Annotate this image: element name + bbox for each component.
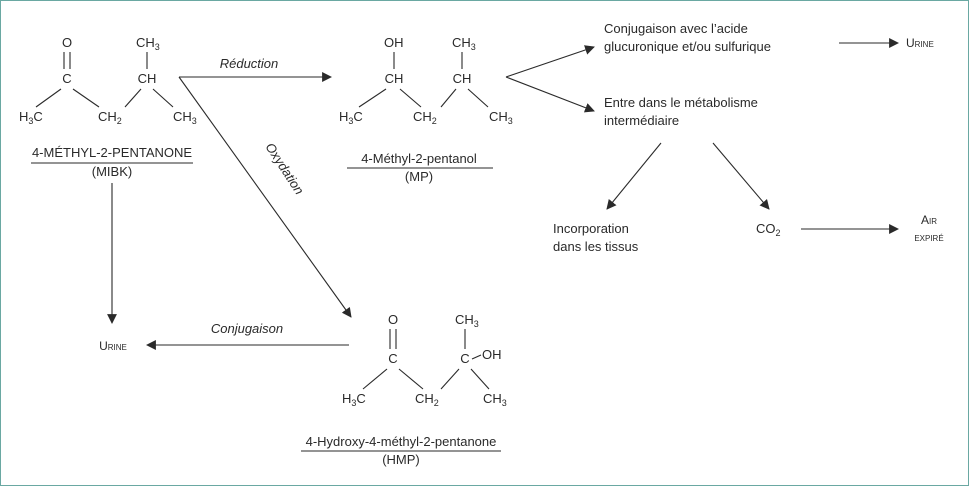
label-incorporation-line1: Incorporation xyxy=(553,221,629,236)
label-reduction: Réduction xyxy=(220,56,279,71)
hmp-bond-c-ch3-right xyxy=(470,368,490,390)
arrow-to-conjugaison-acide xyxy=(505,45,595,78)
mibk-carbonyl-carbon: C xyxy=(62,71,71,86)
label-conjugaison: Conjugaison xyxy=(211,321,283,336)
molecule-mp: OH CH CH3 CH H3C CH2 CH3 4-Méthyl-2-pent… xyxy=(339,35,513,184)
label-incorporation-line2: dans les tissus xyxy=(553,239,639,254)
mibk-abbr: (MIBK) xyxy=(92,164,132,179)
label-oxydation: Oxydation xyxy=(263,140,307,197)
mibk-oxygen: O xyxy=(62,35,72,50)
mp-name: 4-Méthyl-2-pentanol xyxy=(361,151,477,166)
label-air: Air xyxy=(921,213,937,227)
mibk-h3c-left: H3C xyxy=(19,109,43,126)
mp-bond-ch2-ch xyxy=(440,88,457,108)
arrow-to-metabolisme xyxy=(505,76,595,113)
mibk-ch: CH xyxy=(138,71,157,86)
label-urine-left: Urine xyxy=(99,339,127,353)
label-conjugaison-acide-line2: glucuronique et/ou sulfurique xyxy=(604,39,771,54)
mp-ch: CH xyxy=(385,71,404,86)
labels: Réduction Oxydation Conjugaison Conjugai… xyxy=(99,21,944,353)
mibk-bond-ch-ch3 xyxy=(152,88,174,108)
mibk-bond-c-ch2 xyxy=(72,88,100,108)
hmp-bond-left xyxy=(362,368,388,390)
mp-ch3-right: CH3 xyxy=(489,109,513,126)
hmp-ch2: CH2 xyxy=(415,391,439,408)
mp-bond-ch-ch2 xyxy=(399,88,422,108)
label-metabolisme-line2: intermédiaire xyxy=(604,113,679,128)
arrow-to-co2 xyxy=(712,142,770,210)
label-metabolisme-line1: Entre dans le métabolisme xyxy=(604,95,758,110)
hmp-bond-c-ch2 xyxy=(398,368,424,390)
molecule-hmp: O C CH3 C OH H3C CH2 CH3 4-Hydroxy-4-mét… xyxy=(301,312,507,467)
mibk-bond-left xyxy=(35,88,62,108)
arrow-to-incorporation xyxy=(606,142,662,210)
mibk-ch3-top: CH3 xyxy=(136,35,160,52)
hmp-oxygen: O xyxy=(388,312,398,327)
molecule-mibk: O C CH3 CH H3C CH2 CH3 4-MÉTHYL-2-PENTAN… xyxy=(19,35,197,179)
hmp-bond-ch2-c xyxy=(440,368,460,390)
hmp-ch3-top: CH3 xyxy=(455,312,479,329)
hmp-hydroxyl: OH xyxy=(482,347,502,362)
label-conjugaison-acide-line1: Conjugaison avec l’acide xyxy=(604,21,748,36)
mibk-bond-ch2-ch xyxy=(124,88,142,108)
mp-ch3-top: CH3 xyxy=(452,35,476,52)
mp-bond-left xyxy=(358,88,387,108)
mp-ch2: CH2 xyxy=(413,109,437,126)
hmp-carbonyl-carbon: C xyxy=(388,351,397,366)
hmp-ch3-right: CH3 xyxy=(483,391,507,408)
hmp-name: 4-Hydroxy-4-méthyl-2-pentanone xyxy=(306,434,497,449)
hmp-abbr: (HMP) xyxy=(382,452,420,467)
mibk-ch3-right: CH3 xyxy=(173,109,197,126)
label-urine-top: Urine xyxy=(906,36,934,50)
hmp-h3c-left: H3C xyxy=(342,391,366,408)
mp-bond-ch-ch3 xyxy=(467,88,489,108)
mp-abbr: (MP) xyxy=(405,169,433,184)
hmp-bond-oh xyxy=(471,354,482,360)
mp-h3c-left: H3C xyxy=(339,109,363,126)
label-co2: CO2 xyxy=(756,221,781,238)
label-expire: expiré xyxy=(914,230,943,244)
arrow-oxydation xyxy=(178,76,352,318)
mibk-name: 4-MÉTHYL-2-PENTANONE xyxy=(32,145,192,160)
hmp-quaternary-carbon: C xyxy=(460,351,469,366)
arrows xyxy=(107,38,899,350)
mp-hydroxyl: OH xyxy=(384,35,404,50)
mp-ch-right: CH xyxy=(453,71,472,86)
mibk-ch2: CH2 xyxy=(98,109,122,126)
